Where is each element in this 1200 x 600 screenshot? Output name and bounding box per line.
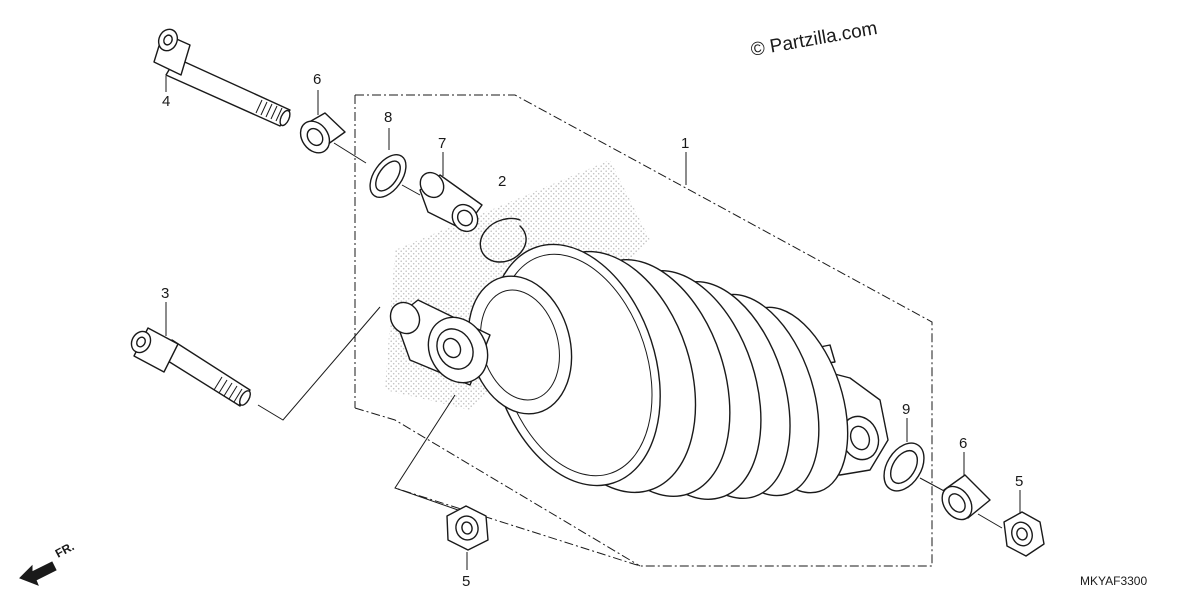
collar-right: [941, 474, 991, 521]
front-direction-arrow-icon: [19, 561, 57, 586]
assembly-boundary: [355, 94, 933, 567]
callout-6-right: 6: [959, 435, 967, 452]
seal-right: [883, 442, 925, 492]
callout-5-right: 5: [1015, 473, 1023, 490]
nut-right: [1003, 511, 1045, 557]
callout-2: 2: [498, 173, 506, 190]
callout-7: 7: [438, 135, 446, 152]
seal-top-axis: [401, 184, 421, 196]
assembly-boundary-bottom: [354, 407, 641, 567]
callout-6-top: 6: [313, 71, 321, 88]
callout-4: 4: [162, 93, 170, 110]
callout-8: 8: [384, 109, 392, 126]
circlip: [479, 217, 527, 263]
nut-center: [446, 505, 489, 551]
callout-9: 9: [902, 401, 910, 418]
diagram-code: MKYAF3300: [1080, 574, 1147, 588]
nut-center-leader: [394, 394, 459, 511]
callout-5-center: 5: [462, 573, 470, 590]
shock-absorber: [389, 243, 889, 500]
watermark: © Partzilla.com: [749, 18, 879, 61]
seal-top: [369, 154, 407, 198]
front-direction-label: FR.: [53, 539, 77, 560]
collar-top: [299, 112, 346, 154]
seal-right-axis: [919, 477, 947, 493]
callout-1: 1: [681, 135, 689, 152]
upper-bolt: [153, 28, 291, 127]
callout-3: 3: [161, 285, 169, 302]
collar-top-axis: [333, 142, 367, 164]
lower-bolt-leader: [257, 306, 381, 421]
bushing: [419, 171, 483, 233]
lower-bolt: [130, 327, 251, 407]
collar-right-axis: [977, 513, 1003, 529]
